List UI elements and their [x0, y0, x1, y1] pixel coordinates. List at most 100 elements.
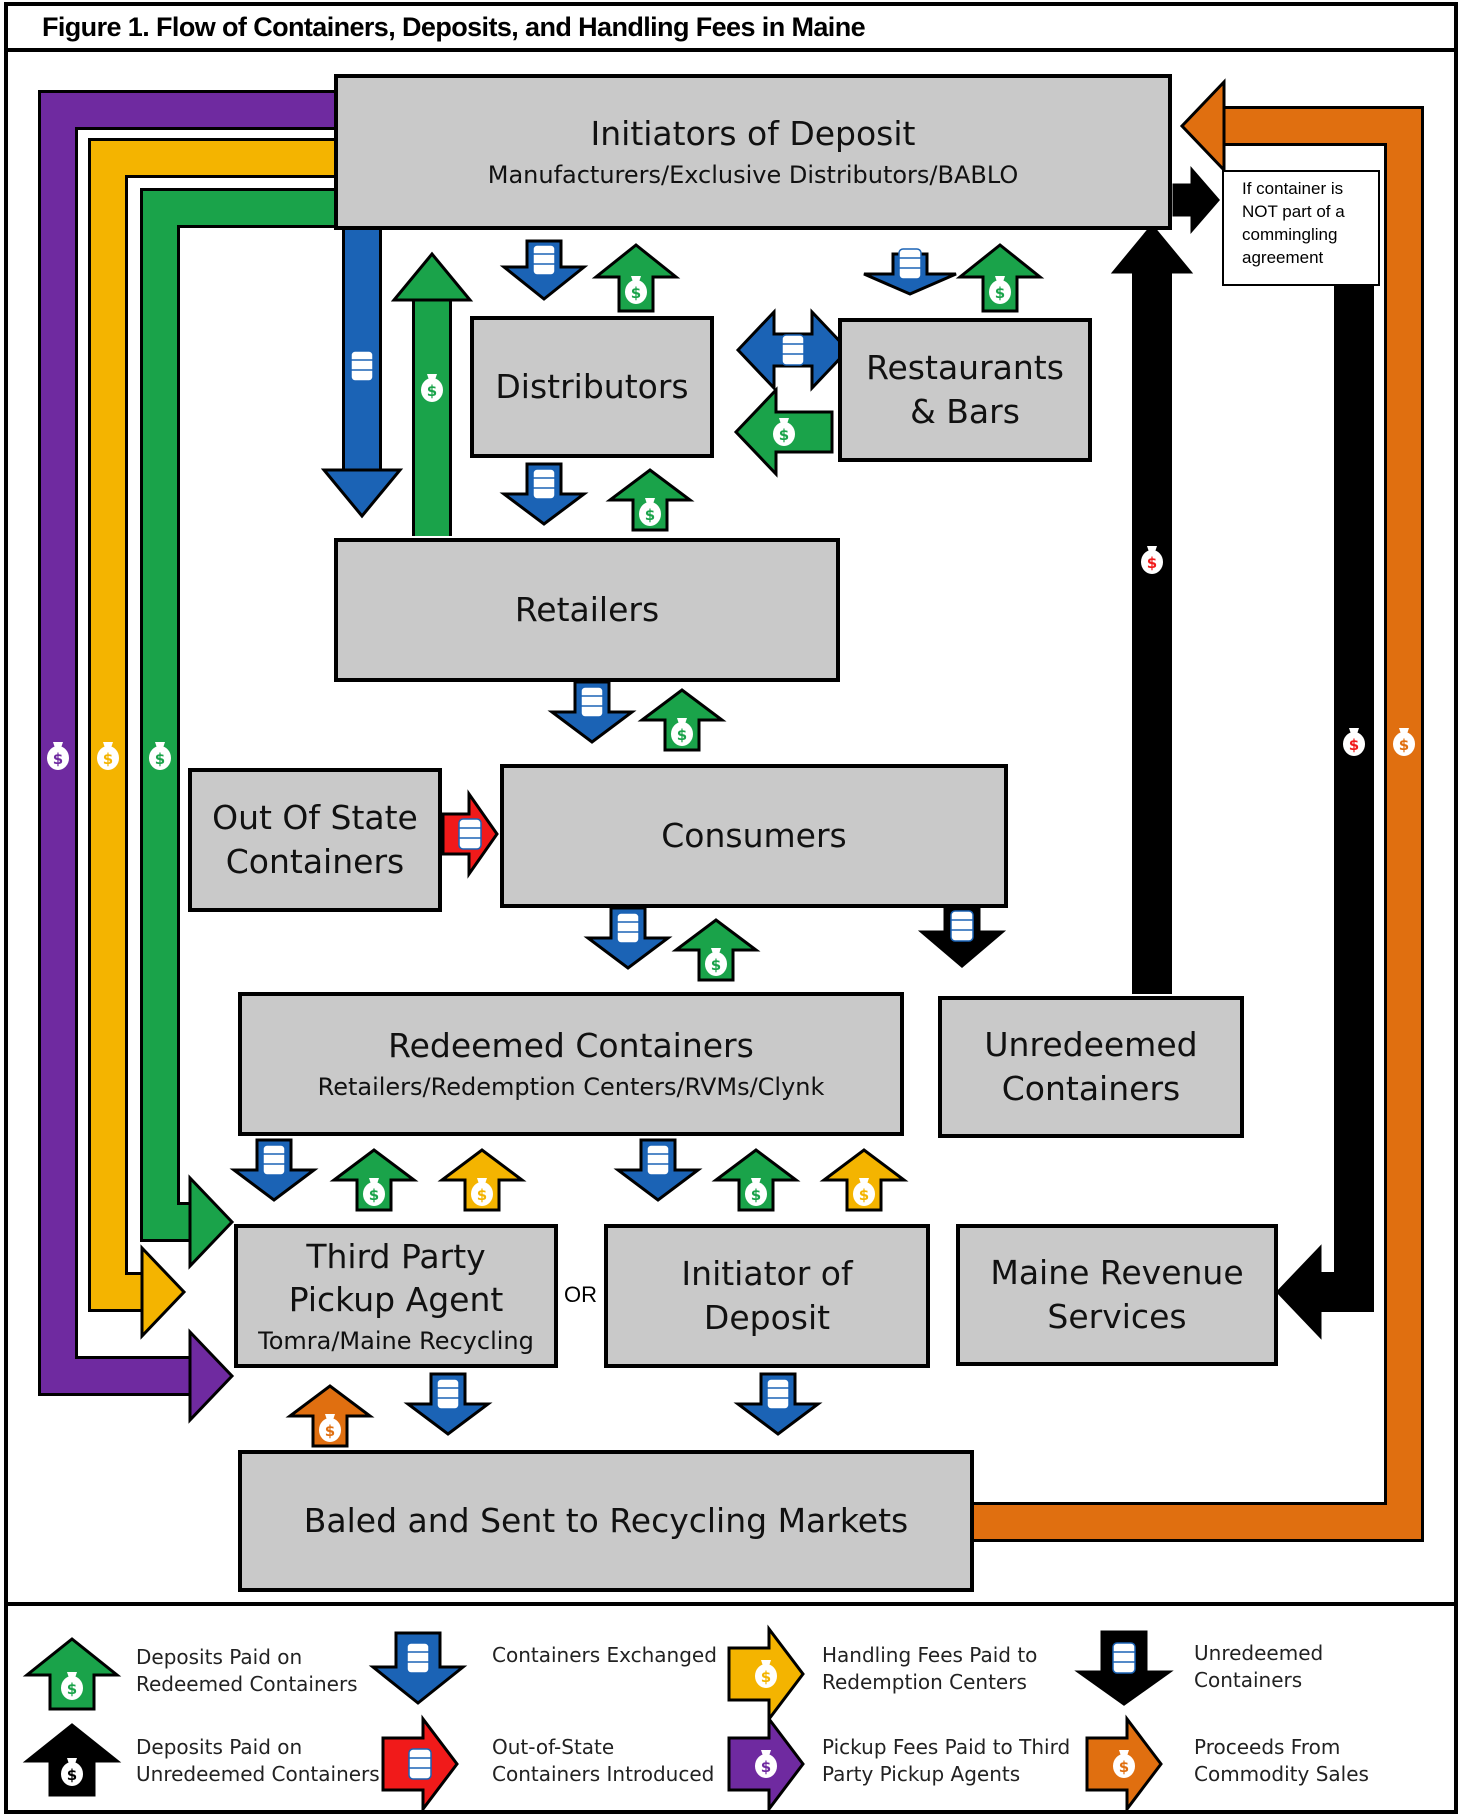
svg-text:$: $ [1147, 554, 1157, 572]
bag-distributors-to-initiators: $ [591, 243, 681, 313]
black-mrs-head [1275, 1244, 1322, 1340]
svg-text:$: $ [67, 1680, 77, 1698]
can-initiators-restaurants [863, 248, 957, 296]
handling-fee-initiator: $ [819, 1148, 909, 1212]
unredeemed-title: Unredeemed Containers [984, 1025, 1198, 1108]
svg-text:$: $ [677, 726, 687, 744]
can-redeemed-to-initiator [613, 1138, 703, 1202]
consumers-title: Consumers [661, 816, 847, 856]
blue-initiators-retailers-head [320, 468, 404, 519]
svg-text:$: $ [155, 750, 165, 768]
can-initiator-to-baled [733, 1372, 823, 1436]
distributors-box: Distributors [470, 316, 714, 458]
initiators-of-deposit-box: Initiators of Deposit Manufacturers/Excl… [334, 74, 1172, 230]
consumers-box: Consumers [500, 764, 1008, 908]
initiator-of-deposit-box: Initiator of Deposit [604, 1224, 930, 1368]
svg-text:$: $ [631, 284, 641, 302]
retailers-box: Retailers [334, 538, 840, 682]
baled-recycling-box: Baled and Sent to Recycling Markets [238, 1450, 974, 1592]
svg-text:$: $ [751, 1186, 761, 1204]
svg-text:$: $ [53, 750, 63, 768]
svg-text:$: $ [761, 1668, 771, 1686]
green-deposit-loop [140, 188, 336, 1242]
can-redeemed-to-third-party [229, 1138, 319, 1202]
out-of-state-containers-box: Out Of State Containers [188, 768, 442, 912]
maine-revenue-services-box: Maine Revenue Services [956, 1224, 1278, 1366]
retailers-title: Retailers [514, 590, 660, 630]
initiators-subtitle: Manufacturers/Exclusive Distributors/BAB… [487, 160, 1019, 189]
deposits-unredeemed-icon: $ [22, 1723, 122, 1797]
third-party-subtitle: Tomra/Maine Recycling [258, 1326, 534, 1355]
bag-third-party-to-redeemed: $ [329, 1148, 419, 1212]
third-party-title: Third Party Pickup Agent [288, 1236, 504, 1320]
green-long-bag-icon: $ [421, 374, 443, 402]
restaurants-bars-box: Restaurants & Bars [838, 318, 1092, 462]
redeemed-containers-box: Redeemed Containers Retailers/Redemption… [238, 992, 904, 1136]
blue-long-can-icon [350, 350, 374, 382]
svg-text:$: $ [67, 1766, 77, 1784]
redeemed-subtitle: Retailers/Redemption Centers/RVMs/Clynk [317, 1072, 825, 1101]
red-bag-icon-mrs: $ [1343, 728, 1365, 756]
handling-fees-icon: $ [727, 1624, 805, 1724]
svg-text:$: $ [369, 1186, 379, 1204]
svg-text:$: $ [325, 1422, 335, 1440]
can-retailers-to-consumers [547, 680, 637, 744]
redeemed-title: Redeemed Containers [388, 1026, 754, 1066]
orange-loop-bag-icon: $ [1393, 728, 1415, 756]
legend-text-deposits-unredeemed: Deposits Paid on Unredeemed Containers [136, 1735, 380, 1786]
svg-text:$: $ [427, 382, 437, 400]
orange-loop-head [1179, 78, 1226, 174]
yellow-handling-fee-loop [88, 138, 336, 1312]
red-bag-icon-unredeemed: $ [1141, 546, 1163, 574]
bag-retailers-to-distributors: $ [605, 468, 695, 532]
svg-text:$: $ [995, 284, 1005, 302]
svg-text:$: $ [1119, 1758, 1129, 1776]
svg-text:$: $ [1349, 736, 1359, 754]
purple-loop-bag-icon: $ [47, 742, 69, 770]
svg-text:$: $ [859, 1186, 869, 1204]
black-unredeemed-deposit-head [1110, 223, 1194, 274]
initiators-title: Initiators of Deposit [590, 114, 916, 154]
svg-text:$: $ [711, 956, 721, 974]
baled-title: Baled and Sent to Recycling Markets [303, 1501, 909, 1541]
bag-restaurants-to-initiators: $ [955, 243, 1045, 313]
out-of-state-title: Out Of State Containers [212, 798, 418, 881]
svg-text:$: $ [477, 1186, 487, 1204]
svg-text:$: $ [779, 426, 789, 444]
svg-text:$: $ [1399, 736, 1409, 754]
bag-restaurants-to-distributors: $ [733, 386, 834, 478]
legend-text-handling-fees: Handling Fees Paid to Redemption Centers [822, 1643, 1038, 1694]
bag-consumers-to-retailers: $ [637, 688, 727, 752]
bag-baled-to-third-party: $ [285, 1384, 375, 1448]
bag-redeemed-to-consumers: $ [671, 918, 761, 982]
legend-text-unredeemed-containers: Unredeemed Containers [1194, 1641, 1324, 1692]
black-to-note-arrow [1172, 165, 1220, 235]
legend-text-deposits-redeemed: Deposits Paid on Redeemed Containers [136, 1645, 358, 1696]
legend-text-pickup-fees: Pickup Fees Paid to Third Party Pickup A… [822, 1735, 1071, 1786]
third-party-pickup-agent-box: Third Party Pickup Agent Tomra/Maine Rec… [234, 1224, 558, 1368]
unredeemed-containers-box: Unredeemed Containers [938, 996, 1244, 1138]
can-distributors-to-retailers [499, 462, 589, 526]
pickup-fees-icon: $ [727, 1714, 805, 1814]
commingling-note: If container is NOT part of a comminglin… [1222, 170, 1380, 286]
deposits-redeemed-icon: $ [22, 1637, 122, 1711]
mrs-title: Maine Revenue Services [990, 1253, 1244, 1336]
out-of-state-to-consumers [441, 789, 499, 879]
purple-loop-head [188, 1328, 235, 1424]
initiator-deposit-title: Initiator of Deposit [681, 1254, 853, 1337]
restaurants-title: Restaurants & Bars [866, 348, 1064, 431]
green-retailers-initiators-head [390, 251, 474, 302]
can-consumers-to-redeemed [583, 906, 673, 970]
legend-text-commodity-proceeds: Proceeds From Commodity Sales [1194, 1735, 1369, 1786]
out-of-state-icon [381, 1714, 459, 1814]
containers-exchanged-icon [368, 1631, 468, 1705]
unredeemed-containers-icon [1074, 1630, 1174, 1706]
svg-text:$: $ [645, 506, 655, 524]
legend-text-containers-exchanged: Containers Exchanged [492, 1643, 717, 1667]
or-label: OR [564, 1282, 597, 1307]
double-can-distributors-restaurants [735, 308, 851, 392]
commodity-proceeds-icon: $ [1085, 1714, 1163, 1814]
